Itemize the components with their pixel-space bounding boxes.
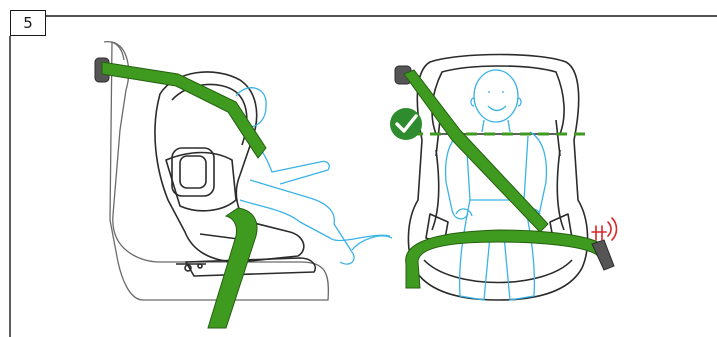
- side-view-illustration: [95, 42, 392, 328]
- check-icon: [390, 108, 422, 140]
- front-view-illustration: [390, 55, 617, 301]
- belt-buckle: [592, 240, 614, 270]
- step-number-badge: 5: [10, 10, 46, 36]
- child-figure-side: [236, 88, 392, 264]
- shoulder-belt-front: [404, 70, 548, 232]
- vibration-alert-icon: [592, 218, 617, 240]
